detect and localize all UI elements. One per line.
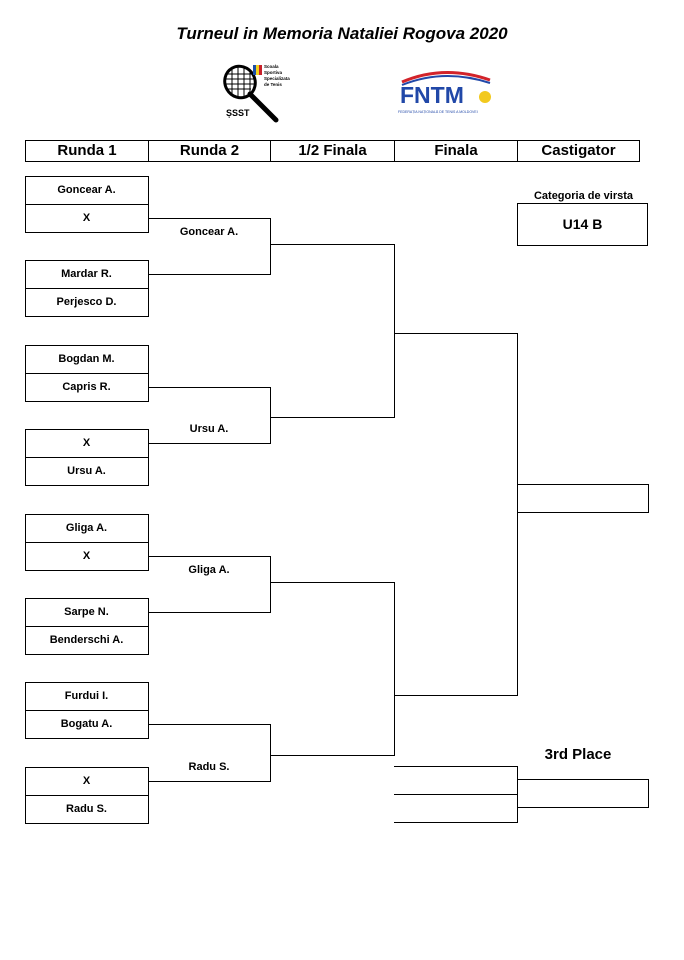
round1-player: Goncear A.: [57, 184, 116, 196]
round1-divider: [25, 457, 149, 459]
round2-player: Radu S.: [188, 760, 230, 773]
final-slot-line: [394, 333, 518, 334]
round1-player: Mardar R.: [61, 268, 112, 281]
round1-player: X: [82, 437, 91, 450]
round2-slot-line: [148, 724, 271, 726]
round1-player: Benderschi A.: [49, 634, 124, 646]
semifinal-connector: [394, 244, 395, 418]
round1-player: Perjesco D.: [56, 296, 117, 309]
round1-player: Bogatu A.: [60, 718, 113, 731]
round2-player: Goncear A.: [179, 226, 239, 238]
round1-divider: [25, 541, 149, 543]
round2-connector: [270, 218, 271, 276]
round2-player: Ursu A.: [189, 423, 229, 436]
round1-divider: [25, 710, 149, 712]
round1-divider: [25, 794, 149, 796]
round1-player: X: [82, 549, 91, 562]
semifinal-slot-line: [270, 582, 395, 583]
category-label: Categoria de virsta: [533, 190, 634, 202]
round1-divider: [25, 372, 149, 374]
round2-slot-line: [148, 555, 271, 557]
page-title: Turneul in Memoria Nataliei Rogova 2020: [176, 24, 508, 43]
round2-slot-line: [148, 612, 271, 613]
round2-slot-line: [148, 443, 271, 445]
round2-player: Gliga A.: [188, 563, 230, 576]
tennis-racket-icon: [223, 64, 279, 123]
semifinal-slot-line: [270, 244, 395, 245]
round2-slot-line: [148, 780, 271, 782]
final-slot-line: [394, 695, 518, 696]
semifinal-slot-line: [270, 417, 395, 418]
round1-player: X: [82, 774, 91, 787]
third-place-slot-line: [394, 766, 518, 767]
round2-slot-line: [148, 274, 271, 276]
fntm-text: FNTM: [400, 82, 464, 108]
logo-text: Sportiva: [264, 70, 283, 75]
logo-abbr: ȘSST: [226, 108, 250, 118]
round2-slot-line: [148, 386, 271, 388]
third-place-label: 3rd Place: [544, 746, 612, 763]
arc-icon: [401, 71, 491, 86]
round1-player: Ursu A.: [67, 465, 106, 478]
third-place-slot-line: [394, 794, 518, 795]
fntm-subtitle: FEDERAȚIA NAȚIONALĂ DE TENIS A MOLDOVEI: [398, 110, 478, 114]
round1-divider: [25, 626, 149, 627]
header-winner: Castigator: [517, 140, 640, 162]
category-box: U14 B: [517, 203, 648, 246]
round2-connector: [270, 555, 271, 613]
winner-box: [517, 484, 649, 513]
round1-player: Gliga A.: [65, 521, 108, 534]
round1-player: X: [82, 212, 91, 224]
school-logo: Scoala Sportiva Specializata de Tenis ȘS…: [220, 62, 292, 126]
round1-player: Radu S.: [66, 802, 107, 815]
category-value: U14 B: [562, 216, 603, 232]
round2-connector: [270, 386, 271, 445]
tennis-ball-icon: [479, 91, 491, 103]
round1-divider: [25, 288, 149, 290]
semifinal-connector: [394, 582, 395, 756]
round1-player: Furdui I.: [64, 690, 109, 703]
semifinal-slot-line: [270, 755, 395, 756]
round2-slot-line: [148, 218, 271, 219]
third-place-slot-line: [394, 822, 518, 823]
round1-player: Sarpe N.: [64, 606, 109, 618]
round1-player: Capris R.: [62, 380, 111, 393]
third-place-result-box: [517, 779, 649, 808]
round2-connector: [270, 724, 271, 782]
round1-player: Bogdan M.: [58, 352, 115, 365]
fntm-logo: FNTM FEDERAȚIA NAȚIONALĂ DE TENIS A MOLD…: [394, 64, 498, 120]
round1-divider: [25, 204, 149, 205]
logo-text: Scoala: [264, 64, 279, 69]
logo-text: de Tenis: [264, 82, 282, 87]
final-connector: [517, 333, 518, 696]
logo-text: Specializata: [264, 76, 290, 81]
